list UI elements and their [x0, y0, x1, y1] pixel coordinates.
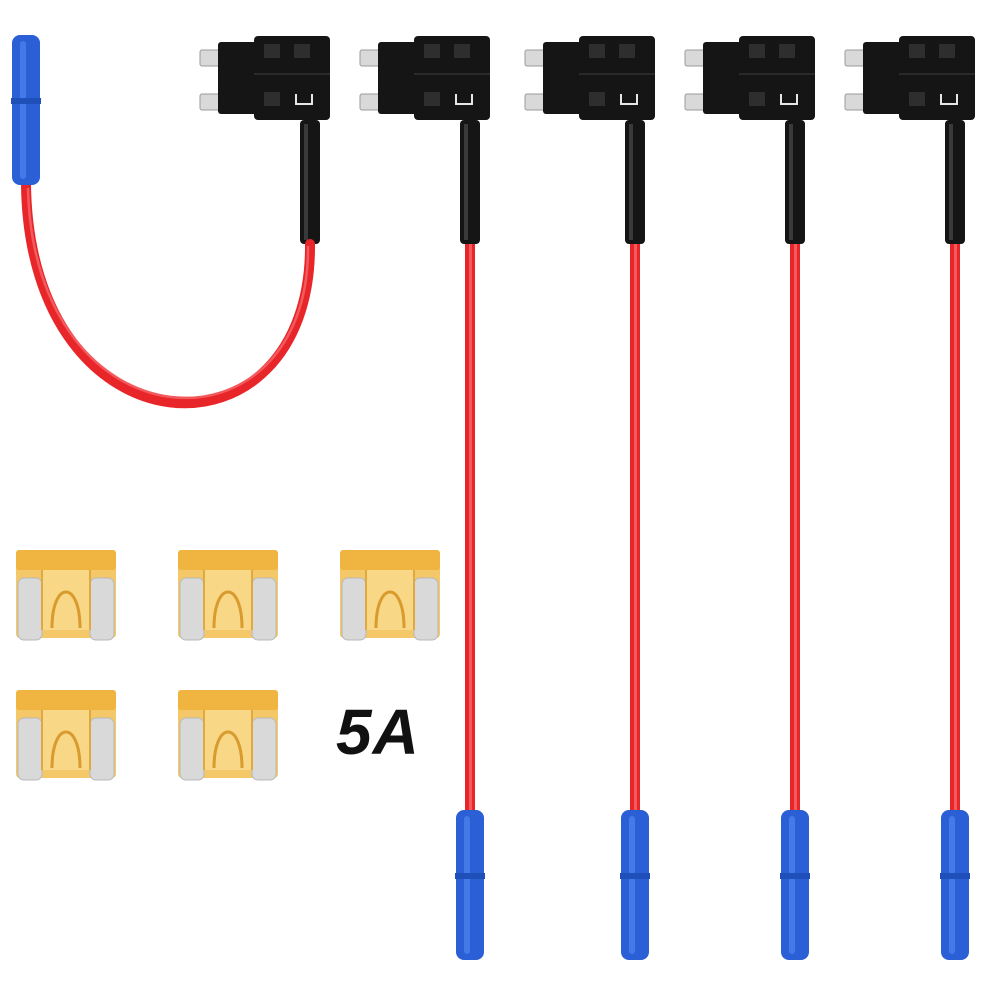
- mini-blade-fuse-icon: [16, 690, 116, 781]
- fuse-tap-3: [524, 36, 655, 960]
- red-wire: [21, 180, 316, 409]
- butt-connector-icon: [11, 35, 41, 185]
- fuse-rating-label: 5A: [336, 696, 420, 768]
- fuse-tap-1: [11, 35, 330, 409]
- fuse-tap-2: [359, 36, 490, 960]
- mini-blade-fuse-icon: [178, 550, 278, 641]
- fuse-tap-5: [844, 36, 975, 960]
- mini-blade-fuse-icon: [178, 690, 278, 781]
- butt-connector-icon: [620, 810, 650, 960]
- mini-blade-fuse-icon: [340, 550, 440, 641]
- fuse-tap-4: [684, 36, 815, 960]
- butt-connector-icon: [780, 810, 810, 960]
- butt-connector-icon: [455, 810, 485, 960]
- butt-connector-icon: [940, 810, 970, 960]
- mini-blade-fuse-icon: [16, 550, 116, 641]
